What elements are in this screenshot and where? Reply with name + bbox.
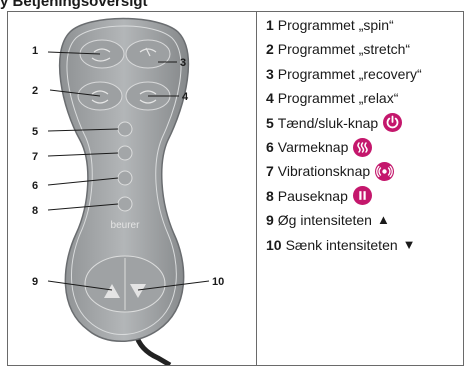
legend-item-power: 5 Tænd/sluk-knap (266, 111, 466, 135)
legend-item-relax: 4 Programmet „relax“ (266, 86, 466, 110)
item-label: Pauseknap (278, 184, 348, 208)
column-divider (256, 11, 257, 366)
legend-item-stretch: 2 Programmet „stretch“ (266, 37, 466, 61)
callout-9: 9 (32, 276, 38, 288)
triangle-up-icon: ▲ (377, 208, 390, 232)
item-number: 10 (266, 233, 282, 257)
item-number: 1 (266, 13, 274, 37)
legend-item-spin: 1 Programmet „spin“ (266, 13, 466, 37)
item-number: 3 (266, 62, 274, 86)
legend-item-pause: 8 Pauseknap (266, 184, 466, 208)
item-label: Programmet „recovery“ (278, 62, 422, 86)
item-label: Programmet „spin“ (278, 13, 394, 37)
brand-label: beurer (111, 220, 141, 231)
triangle-down-icon: ▼ (403, 233, 416, 257)
callout-1: 1 (32, 45, 38, 57)
callout-4: 4 (182, 91, 189, 103)
section-heading: y Betjeningsoversigt (0, 0, 148, 10)
vibration-icon (375, 162, 394, 181)
legend-item-decrease: 10 Sænk intensiteten ▼ (266, 233, 466, 257)
callout-3: 3 (180, 57, 186, 69)
power-button (118, 122, 132, 136)
remote-control-drawing: beurer 1 2 3 4 5 7 6 8 9 10 (8, 12, 256, 365)
callout-7: 7 (32, 151, 38, 163)
item-number: 5 (266, 111, 274, 135)
callout-10: 10 (212, 276, 224, 288)
heat-button (118, 171, 132, 185)
item-number: 2 (266, 37, 274, 61)
item-label: Programmet „stretch“ (278, 37, 410, 61)
item-label: Programmet „relax“ (278, 86, 399, 110)
callout-2: 2 (32, 85, 38, 97)
legend-item-vibration: 7 Vibrationsknap (266, 159, 466, 183)
vibration-button (118, 146, 132, 160)
callout-5: 5 (32, 126, 38, 138)
legend-item-recovery: 3 Programmet „recovery“ (266, 62, 466, 86)
item-number: 9 (266, 208, 274, 232)
item-label: Varmeknap (278, 135, 349, 159)
legend-item-increase: 9 Øg intensiteten ▲ (266, 208, 466, 232)
item-number: 4 (266, 86, 274, 110)
callout-8: 8 (32, 205, 38, 217)
legend-item-heat: 6 Varmeknap (266, 135, 466, 159)
recovery-button (126, 40, 170, 68)
legend-list: 1 Programmet „spin“ 2 Programmet „stretc… (266, 13, 466, 257)
power-icon (383, 113, 402, 132)
pause-button (118, 197, 132, 211)
item-label: Sænk intensiteten (286, 233, 398, 257)
item-number: 8 (266, 184, 274, 208)
callout-6: 6 (32, 180, 38, 192)
item-number: 7 (266, 159, 274, 183)
item-label: Tænd/sluk-knap (278, 111, 378, 135)
remote-control-figure: beurer 1 2 3 4 5 7 6 8 9 10 (8, 12, 256, 365)
spin-button (80, 40, 124, 68)
heat-icon (353, 138, 372, 157)
pause-icon (353, 186, 372, 205)
item-number: 6 (266, 135, 274, 159)
item-label: Vibrationsknap (278, 159, 370, 183)
item-label: Øg intensiteten (278, 208, 372, 232)
